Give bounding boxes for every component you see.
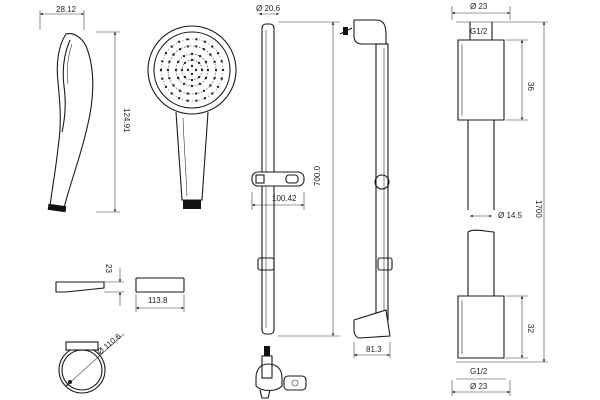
nozzle-dot <box>213 77 216 80</box>
nozzle-dot <box>190 58 194 62</box>
slide-rail-side-view: 81.3 <box>339 19 393 358</box>
dim-handshower-width: 28.12 <box>56 5 77 14</box>
hose-view: Ø 23 G1/2 Ø 14.5 G1/2 Ø 23 36 1700 32 <box>451 2 548 396</box>
nozzle-dot <box>195 38 198 41</box>
nozzle-dot <box>203 97 207 100</box>
nozzle-dot <box>197 75 201 79</box>
dim-rail-projection: 81.3 <box>366 345 382 354</box>
nozzle-dot <box>203 40 207 43</box>
nozzle-dot <box>186 38 189 41</box>
nozzle-dot <box>190 78 194 82</box>
nozzle-dot <box>159 68 163 72</box>
dim-holder-width: 100.42 <box>272 194 297 203</box>
nozzle-dot <box>198 54 202 58</box>
nozzle-dot <box>216 52 220 55</box>
nozzle-dot <box>198 82 202 86</box>
dim-hose-length: 1700 <box>534 200 543 218</box>
nozzle-dot <box>182 54 186 58</box>
dim-hose-top-nut: 36 <box>526 82 535 91</box>
nozzle-dot <box>168 77 171 80</box>
nozzle-dot <box>168 60 171 63</box>
dim-handshower-height: 124.91 <box>122 108 131 133</box>
nozzle-dot <box>220 77 223 80</box>
nozzle-dot <box>177 97 181 100</box>
nozzle-dot <box>170 45 173 48</box>
nozzle-dot <box>211 45 214 48</box>
nozzle-dot <box>166 68 170 72</box>
nozzle-dot <box>183 61 187 65</box>
slide-rail-view: Ø 20.6 100.42 700.0 <box>251 4 340 337</box>
nozzle-dot <box>186 99 189 102</box>
nozzle-dot <box>206 68 210 72</box>
nozzle-dot <box>174 68 178 72</box>
nozzle-dot <box>161 60 164 63</box>
nozzle-dot <box>186 45 189 48</box>
dim-hose-bottom-thread: G1/2 <box>470 367 488 376</box>
nozzle-dot <box>164 85 168 89</box>
nozzle-dot <box>195 45 198 48</box>
nozzle-dot <box>214 68 218 72</box>
nozzle-dot <box>178 89 182 93</box>
nozzle-dot <box>186 92 189 95</box>
nozzle-dot <box>194 68 198 72</box>
dim-soap-dish-width: 113.8 <box>148 296 168 305</box>
nozzle-dot <box>176 76 180 80</box>
handshower-nozzles <box>159 38 225 102</box>
nozzle-dot <box>216 85 220 89</box>
nozzle-dot <box>177 40 181 43</box>
nozzle-dot <box>172 84 175 87</box>
nozzle-dot <box>190 84 194 88</box>
nozzle-dot <box>200 68 204 72</box>
nozzle-dot <box>204 60 208 64</box>
nozzle-dot <box>211 92 214 95</box>
holder-detail-view <box>255 346 307 399</box>
nozzle-dot <box>213 60 216 63</box>
dim-hose-bottom-diameter: Ø 23 <box>470 382 488 391</box>
nozzle-dot <box>209 53 212 56</box>
nozzle-dot <box>182 82 186 86</box>
ring-top-view: Ø 110.6 <box>58 331 125 394</box>
nozzle-dot <box>202 89 206 93</box>
dim-ring-diameter: Ø 110.6 <box>96 331 124 356</box>
nozzle-dot <box>209 84 212 87</box>
handshower-side-view: 28.12 124.91 <box>39 5 131 213</box>
nozzle-dot <box>195 92 198 95</box>
nozzle-dot <box>172 53 175 56</box>
soap-dish-front-view: 23 <box>55 264 124 306</box>
nozzle-dot <box>180 68 184 72</box>
nozzle-dot <box>190 64 194 68</box>
dim-hose-top-diameter: Ø 23 <box>470 2 488 11</box>
nozzle-dot <box>186 68 190 72</box>
nozzle-dot <box>176 60 180 64</box>
nozzle-dot <box>183 75 187 79</box>
nozzle-dot <box>161 77 164 80</box>
dim-hose-bottom-nut: 32 <box>526 324 535 333</box>
nozzle-dot <box>221 68 225 72</box>
nozzle-dot <box>220 60 223 63</box>
dim-rail-height: 700.0 <box>313 165 322 186</box>
nozzle-dot <box>190 72 194 76</box>
dim-rail-tube: Ø 20.6 <box>256 4 281 13</box>
nozzle-dot <box>190 52 194 56</box>
nozzle-dot <box>178 48 182 51</box>
nozzle-dot <box>202 48 206 51</box>
nozzle-dot <box>197 61 201 65</box>
nozzle-dot <box>195 99 198 102</box>
soap-dish-top-view: 113.8 <box>135 277 185 312</box>
dim-hose-top-thread: G1/2 <box>470 27 488 36</box>
nozzle-dot <box>170 92 173 95</box>
dim-hose-diameter: Ø 14.5 <box>498 211 523 220</box>
nozzle-dot <box>204 76 208 80</box>
dim-soap-dish-height: 23 <box>104 264 113 273</box>
nozzle-dot <box>164 52 168 55</box>
